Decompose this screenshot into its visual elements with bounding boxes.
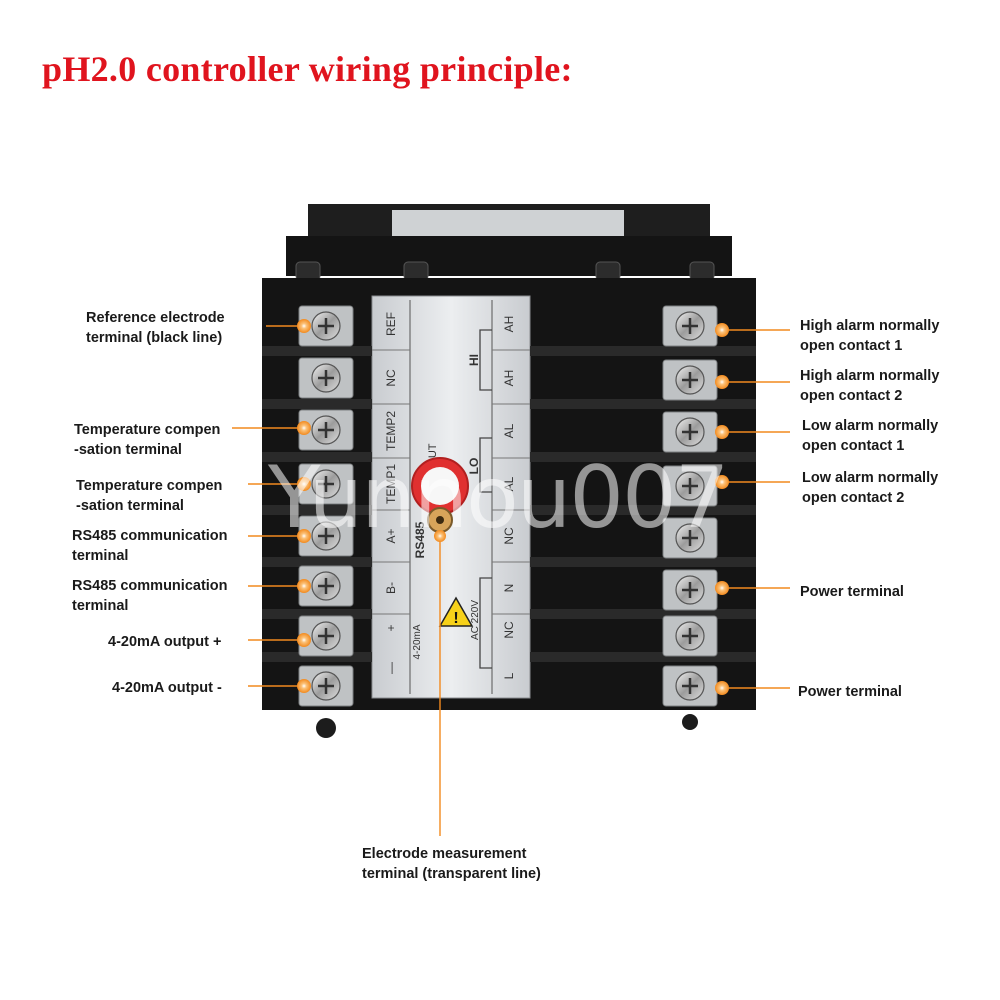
panel-label-nc2: NC (502, 527, 516, 545)
panel-label-l: L (502, 672, 516, 679)
warning-icon (438, 596, 474, 627)
marker-dot (297, 421, 311, 435)
marker-dot (715, 681, 729, 695)
panel-label-a: A+ (384, 528, 398, 543)
terminal-screw (298, 305, 354, 347)
marker-dot (715, 425, 729, 439)
marker-dot (715, 375, 729, 389)
marker-dot (297, 579, 311, 593)
panel-label-lo: LO (467, 458, 481, 475)
panel-label-temp2: TEMP2 (384, 411, 398, 451)
panel-label-hi: HI (467, 354, 481, 366)
terminal-screw (662, 465, 718, 507)
terminal-screw (662, 411, 718, 453)
label-power-1: Power terminal (800, 584, 904, 600)
right-terminal-dividers (530, 346, 756, 662)
panel-label-n: N (502, 584, 516, 593)
marker-dot (297, 633, 311, 647)
label-temperature-compensation-2: Temperature compen-sation terminal (76, 478, 223, 514)
terminal-screw (662, 517, 718, 559)
terminal-screw (662, 359, 718, 401)
bottom-foot-left (316, 718, 336, 738)
panel-label-nc: NC (384, 369, 398, 387)
marker-dot (715, 323, 729, 337)
label-4-20ma-minus: 4-20mA output - (112, 680, 222, 696)
housing-clips (295, 261, 715, 281)
panel-label-temp1: TEMP1 (384, 464, 398, 504)
marker-dot (434, 530, 446, 542)
terminal-screw (298, 409, 354, 451)
marker-dot (297, 529, 311, 543)
left-terminal-dividers (262, 346, 372, 662)
terminal-screw (662, 569, 718, 611)
label-power-2: Power terminal (798, 684, 902, 700)
label-4-20ma-plus: 4-20mA output + (108, 634, 222, 650)
panel-label-rs485: RS485 (413, 521, 427, 558)
marker-dot (297, 679, 311, 693)
panel-label-minus: — (384, 662, 398, 674)
housing-shoulder (286, 236, 732, 276)
bottom-foot-right (682, 714, 698, 730)
terminal-screw (298, 665, 354, 707)
panel-label-al1: AL (502, 423, 516, 438)
watermark: Yunnou007 (268, 448, 729, 548)
terminal-screw (298, 565, 354, 607)
page-title: pH2.0 controller wiring principle: (42, 49, 573, 89)
marker-dot (715, 475, 729, 489)
terminal-screw (298, 357, 354, 399)
panel-label-nc3: NC (502, 621, 516, 639)
marker-dot (297, 477, 311, 491)
marker-dots (297, 319, 729, 695)
terminal-screw (662, 615, 718, 657)
panel-label-ref: REF (384, 312, 398, 336)
terminal-screw (298, 463, 354, 505)
panel-label-b: B- (384, 582, 398, 594)
terminal-screw (662, 305, 718, 347)
warning-mark: ! (453, 610, 458, 627)
panel-label-ma: 4-20mA (412, 624, 423, 659)
panel-label-ac: AC 220V (470, 600, 481, 640)
label-temperature-compensation-1: Temperature compen-sation terminal (74, 422, 221, 458)
panel-label-al2: AL (502, 476, 516, 491)
terminal-screw (298, 515, 354, 557)
marker-dot (297, 319, 311, 333)
panel-label-ah2: AH (502, 370, 516, 387)
terminal-screw (662, 665, 718, 707)
panel-label-plus: + (384, 624, 398, 631)
leader-lines (232, 325, 790, 836)
panel-label-ah1: AH (502, 316, 516, 333)
marker-dot (715, 581, 729, 595)
